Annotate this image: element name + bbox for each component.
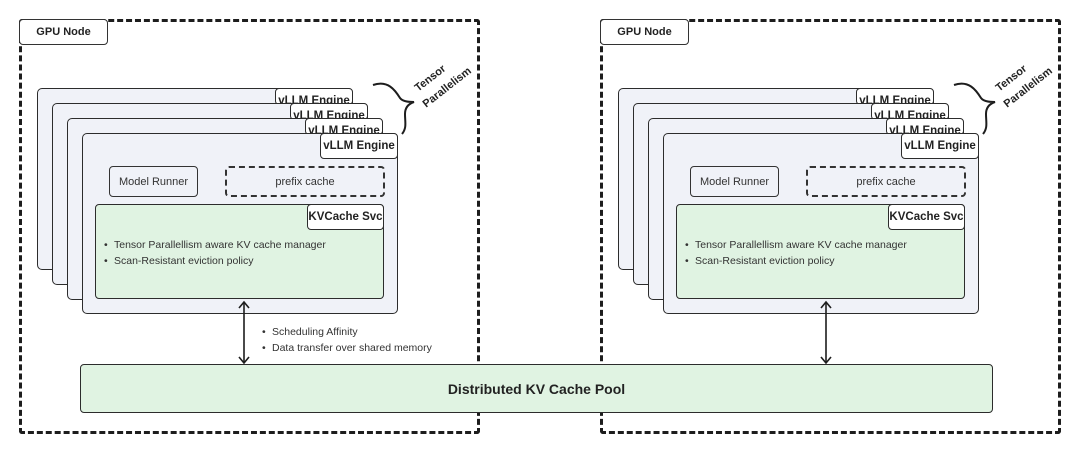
connection-note: Data transfer over shared memory — [262, 340, 432, 356]
gpu-node-label: GPU Node — [19, 19, 108, 45]
kvcache-feature: Scan-Resistant eviction policy — [685, 253, 907, 269]
gpu-node-left — [19, 19, 480, 434]
gpu-node-right — [600, 19, 1061, 434]
kvcache-svc-title: KVCache Svc — [888, 204, 965, 230]
engine-tab-front: vLLM Engine — [320, 133, 398, 159]
bidirectional-arrow-icon — [820, 300, 832, 365]
prefix-cache: prefix cache — [806, 166, 966, 197]
engine-tab-front: vLLM Engine — [901, 133, 979, 159]
brace-icon — [372, 82, 415, 135]
kvcache-feature: Tensor Parallellism aware KV cache manag… — [685, 237, 907, 253]
kvcache-features: Tensor Parallellism aware KV cache manag… — [104, 237, 326, 269]
kvcache-svc-box: Tensor Parallellism aware KV cache manag… — [676, 204, 965, 299]
model-runner: Model Runner — [690, 166, 779, 197]
kvcache-svc-title: KVCache Svc — [307, 204, 384, 230]
model-runner: Model Runner — [109, 166, 198, 197]
prefix-cache: prefix cache — [225, 166, 385, 197]
gpu-node-label: GPU Node — [600, 19, 689, 45]
connection-notes: Scheduling Affinity Data transfer over s… — [262, 324, 432, 356]
distributed-kv-cache-pool: Distributed KV Cache Pool — [80, 364, 993, 413]
bidirectional-arrow-icon — [238, 300, 250, 365]
kvcache-feature: Tensor Parallellism aware KV cache manag… — [104, 237, 326, 253]
brace-icon — [953, 82, 996, 135]
kvcache-features: Tensor Parallellism aware KV cache manag… — [685, 237, 907, 269]
connection-note: Scheduling Affinity — [262, 324, 432, 340]
kvcache-feature: Scan-Resistant eviction policy — [104, 253, 326, 269]
